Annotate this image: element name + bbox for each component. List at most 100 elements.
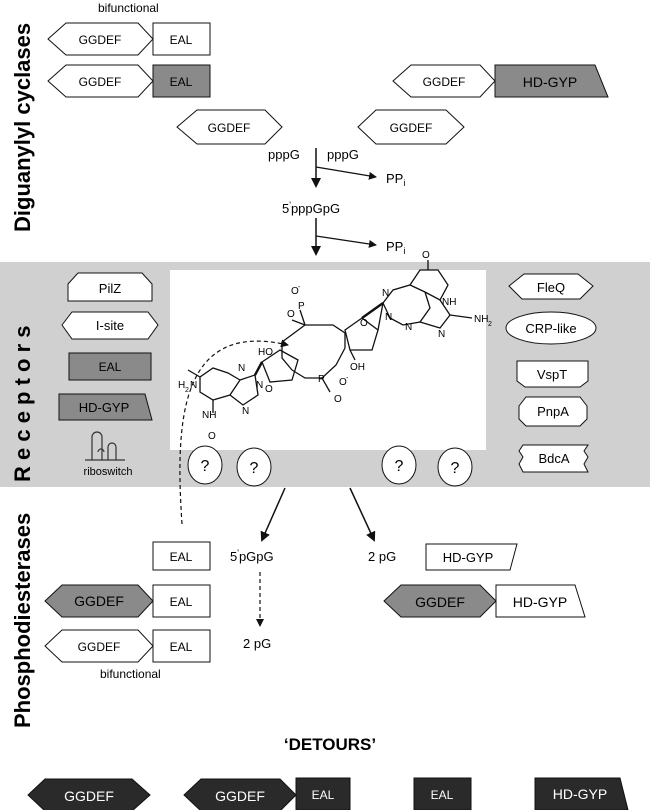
arrow-ppi-2 [315,235,377,248]
svg-text:N: N [238,363,245,374]
receptor-eal: EAL [68,352,152,381]
domain-ggdef-hdgyp-top: GGDEF HD-GYP [392,64,609,98]
svg-text:GGDEF: GGDEF [74,593,124,609]
arrow-ppi-1 [315,166,377,180]
arrow-to-2pg [349,487,376,542]
svg-text:N: N [382,288,389,299]
pde-hdgyp: HD-GYP [425,543,518,571]
svg-text:N: N [405,322,412,333]
hdgyp-label: HD-GYP [523,74,577,90]
svg-text:N: N [385,312,392,323]
svg-text:N: N [190,380,197,391]
detour-hdgyp: HD-GYP [534,777,629,810]
eal-label: EAL [170,75,193,89]
ppi-1: PPi [386,171,405,188]
section-cyclases: Diguanylyl cyclases [10,23,35,232]
svg-text:GGDEF: GGDEF [64,788,114,804]
svg-text:GGDEF: GGDEF [415,594,465,610]
ppi-2: PPi [386,239,405,256]
svg-text:HD-GYP: HD-GYP [553,786,607,802]
pppg-right: pppG [327,147,359,162]
svg-text:HD-GYP: HD-GYP [443,550,494,565]
svg-text:FleQ: FleQ [537,280,565,295]
bifunctional-label-top: bifunctional [98,1,159,15]
arrow-to-pgpg [260,487,286,542]
svg-text:2: 2 [185,387,189,394]
cdigmp-structure [187,260,473,413]
pde-ggdef-eal-bifunctional: GGDEF EAL [44,629,211,663]
svg-text:BdcA: BdcA [538,451,569,466]
svg-text:H: H [178,380,185,391]
two-pg-right: 2 pG [368,549,396,564]
riboswitch-icon [85,431,125,461]
pgpg: 5'pGpG [230,548,274,564]
svg-text:HO: HO [258,347,273,358]
svg-text:N: N [438,329,445,340]
svg-text:O: O [339,377,347,388]
unknown-receptor-2: ? [236,447,272,487]
receptor-crp-like: CRP-like [505,311,597,345]
svg-text:CRP-like: CRP-like [525,321,576,336]
svg-text:VspT: VspT [537,367,567,382]
svg-text:PnpA: PnpA [537,404,569,419]
svg-text:O: O [287,309,295,320]
domain-ggdef-left-dimer: GGDEF [176,109,283,145]
section-receptors: R e c e p t o r s [10,326,35,483]
receptor-hdgyp: HD-GYP [58,393,153,421]
riboswitch-label: riboswitch [84,466,133,478]
svg-text:P: P [298,301,305,312]
svg-text:HD-GYP: HD-GYP [513,594,567,610]
svg-text:O: O [265,384,273,395]
unknown-receptor-3: ? [381,445,417,485]
ggdef-label: GGDEF [208,121,251,135]
svg-text:?: ? [201,458,210,475]
two-pg-bottom: 2 pG [243,636,271,651]
svg-text:O: O [291,286,299,297]
receptor-fleq: FleQ [508,273,594,300]
receptor-pilz: PilZ [67,272,153,302]
svg-text:EAL: EAL [170,550,193,564]
svg-text:EAL: EAL [431,788,454,802]
detours-title: ‘DETOURS’ [284,735,376,754]
svg-text:EAL: EAL [170,640,193,654]
ggdef-label: GGDEF [79,75,122,89]
svg-text:2: 2 [488,321,492,328]
svg-text:N: N [256,380,263,391]
svg-text:PilZ: PilZ [99,281,121,296]
svg-text:O: O [422,250,430,261]
dashed-feedback-arrow [179,339,289,525]
svg-text:?: ? [451,460,460,477]
pppgpg: 5'pppGpG [282,200,340,216]
section-phosphodiesterases: Phosphodiesterases [10,513,35,728]
ggdef-label: GGDEF [390,121,433,135]
structure-panel [170,270,486,450]
ggdef-label: GGDEF [79,33,122,47]
svg-text:EAL: EAL [99,360,122,374]
receptor-vspt: VspT [516,360,589,388]
eal-label: EAL [170,33,193,47]
unknown-receptor-1: ? [187,445,223,485]
domain-ggdef-eal-bifunctional-top: GGDEF EAL [47,22,211,56]
unknown-receptor-4: ? [437,447,473,487]
svg-text:OH: OH [350,362,365,373]
bifunctional-label-bottom: bifunctional [100,667,161,681]
svg-text:N: N [242,406,249,417]
pde-ggdef-hdgyp: GGDEF HD-GYP [383,584,586,618]
svg-text:O: O [334,394,342,405]
svg-text:HD-GYP: HD-GYP [79,400,130,415]
pde-ggdef-eal-grey: GGDEF EAL [44,584,211,618]
svg-text:?: ? [395,458,404,475]
pppg-left: pppG [268,147,300,162]
svg-text:EAL: EAL [312,788,335,802]
svg-text:I-site: I-site [96,318,124,333]
svg-text:NH: NH [442,297,456,308]
svg-text:GGDEF: GGDEF [215,788,265,804]
svg-text:O: O [208,431,216,442]
svg-text:NH: NH [474,314,488,325]
ggdef-label: GGDEF [423,75,466,89]
pde-eal: EAL [152,541,211,571]
svg-text:P: P [318,374,325,385]
svg-text:-: - [298,284,301,291]
domain-ggdef-eal-grey: GGDEF EAL [47,64,211,98]
